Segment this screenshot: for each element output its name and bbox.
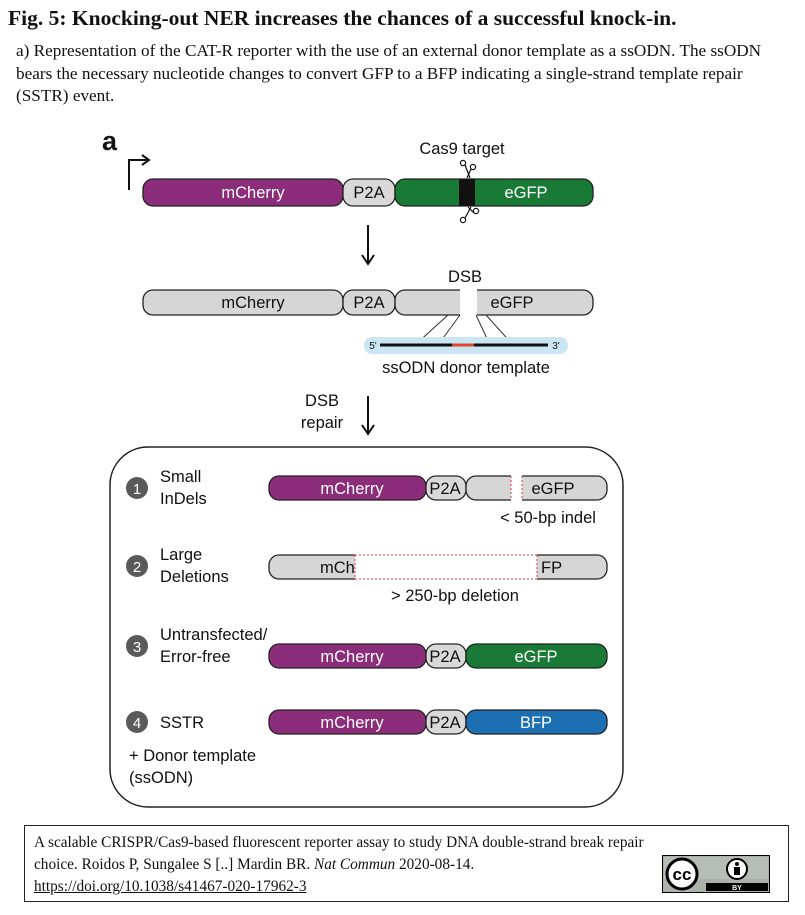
outcome-number-badge [126,711,148,733]
outcome-note: > 250-bp deletion [391,587,519,605]
arrow-down-icon [361,225,375,266]
egfp-right-fragment [477,289,594,316]
promoter-arrow-icon [128,154,151,190]
outcome-title-line2: Deletions [160,568,229,586]
citation-doi-link[interactable]: https://doi.org/10.1038/s41467-020-17962… [34,878,307,895]
mcherry-label: mCherry [221,184,285,202]
outcome-title-line1: SSTR [160,714,204,732]
repair-step-line1: DSB [305,392,339,410]
outcome-title-line2: Error-free [160,648,231,666]
cc-logo-text: cc [673,865,692,884]
by-label: BY [732,885,742,892]
repair-step-line2: repair [301,414,344,432]
outcome-error-free: 3 Untransfected/ Error-free mCherry P2A … [126,626,608,669]
arrow-down-icon [361,396,375,436]
scissors-icon [459,159,480,224]
indel-gap [511,474,522,502]
outcome-number-badge [126,555,148,577]
outcome-title-line1: Large [160,546,202,564]
outcome-sstr: 4 SSTR mCherry P2A BFP + Donor template … [126,709,608,787]
p2a-label: P2A [353,294,384,312]
bfp-label: BFP [520,714,552,732]
p2a-label: P2A [429,648,460,666]
p2a-label: P2A [429,714,460,732]
egfp-left-fragment [394,289,460,316]
gfp-label: eGFP [531,480,574,498]
donor-template-line1: + Donor template [129,747,256,765]
outcome-number: 4 [133,715,141,732]
citation-date: 2020-08-14. [395,856,475,873]
citation-authors: choice. Roidos P, Sungalee S [..] Mardin… [34,856,314,873]
citation-box: A scalable CRISPR/Cas9-based fluorescent… [24,825,789,902]
mcherry-label: mCherry [320,480,384,498]
outcome-number: 3 [133,639,141,656]
cas9-target-site [459,179,475,206]
egfp-label: eGFP [504,184,547,202]
cas9-target-label: Cas9 target [419,140,505,158]
outcome-large-deletions: 2 Large Deletions mCh FP > 250-bp deleti… [126,546,608,605]
egfp-segment [465,475,608,501]
outcome-title-line2: InDels [160,490,207,508]
outcome-note: < 50-bp indel [500,509,596,527]
right-fragment [537,554,608,580]
mcherry-label: mCherry [320,648,384,666]
figure-caption: a) Representation of the CAT-R reporter … [16,41,762,105]
gfp-label: eGFP [514,648,557,666]
construct-dsb: mCherry P2A eGFP [142,289,594,316]
citation-text: A scalable CRISPR/Cas9-based fluorescent… [34,832,654,898]
cc-logo-icon [665,857,699,891]
outcome-small-indels: 1 Small InDels mCherry P2A eGFP < 50-bp … [126,468,608,527]
ssodn-5prime-label: 5' [369,341,377,352]
egfp-label: eGFP [490,294,533,312]
donor-template-line2: (ssODN) [129,769,193,787]
mcherry-label: mCherry [221,294,285,312]
right-fragment-label: FP [541,559,562,577]
outcome-number-badge [126,635,148,657]
outcome-number-badge [126,477,148,499]
p2a-label: P2A [353,184,384,202]
bfp-segment [465,709,608,735]
mcherry-label: mCherry [320,714,384,732]
outcome-number: 1 [133,481,141,498]
citation-title: A scalable CRISPR/Cas9-based fluorescent… [34,834,644,851]
outcome-number: 2 [133,559,141,576]
dsb-label: DSB [448,268,482,286]
citation-journal: Nat Commun [314,856,396,873]
left-fragment [268,554,355,580]
p2a-label: P2A [429,480,460,498]
outcomes-box [109,446,624,808]
cc-by-license-icon[interactable]: cc BY [662,855,770,893]
construct-top: mCherry P2A eGFP [142,178,594,207]
ssodn-label: ssODN donor template [382,359,550,377]
ssodn-donor-template: 5' 3' [364,337,568,354]
figure-title: Fig. 5: Knocking-out NER increases the c… [8,6,677,30]
ssodn-3prime-label: 3' [552,341,560,352]
egfp-segment [394,178,594,207]
outcome-title-line1: Untransfected/ [160,626,268,644]
deletion-outline [354,554,538,580]
outcome-title-line1: Small [160,468,201,486]
panel-label: a [102,126,118,156]
egfp-segment [465,643,608,669]
left-fragment-label: mCh [320,559,355,577]
